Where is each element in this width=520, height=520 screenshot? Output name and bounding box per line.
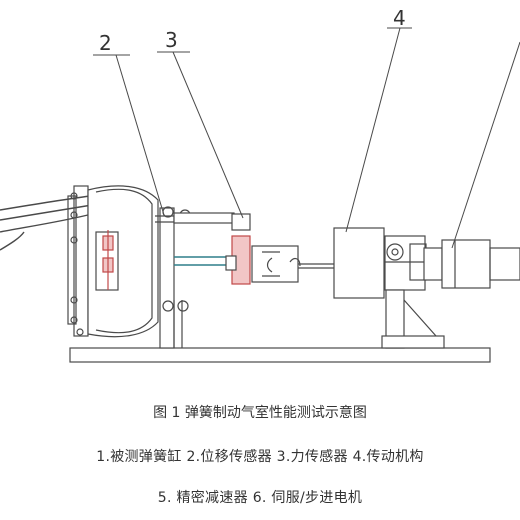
spring-brake-chamber (67, 185, 159, 338)
sensor-support (173, 300, 183, 348)
reducer-stand (381, 289, 445, 349)
mounting-bracket (155, 206, 200, 349)
force-sensor (225, 213, 251, 285)
servo-motor (423, 239, 520, 289)
figure-caption-title: 图 1 弹簧制动气室性能测试示意图 (153, 405, 367, 421)
coupling (251, 245, 334, 283)
legend-line-2: 5. 精密减速器 6. 伺服/步进电机 (157, 490, 363, 506)
callout-4: 4 (393, 6, 406, 30)
legend-line-1: 1.被测弹簧缸 2.位移传感器 3.力传感器 4.传动机构 (96, 449, 424, 465)
transmission-mechanism (333, 227, 402, 299)
callout-leaders (93, 27, 520, 249)
base-plate (69, 347, 491, 363)
displacement-sensor (173, 212, 235, 266)
test-rig-diagram (0, 27, 520, 363)
precision-reducer (384, 235, 427, 291)
callout-2: 2 (99, 31, 112, 55)
callout-3: 3 (165, 28, 178, 52)
